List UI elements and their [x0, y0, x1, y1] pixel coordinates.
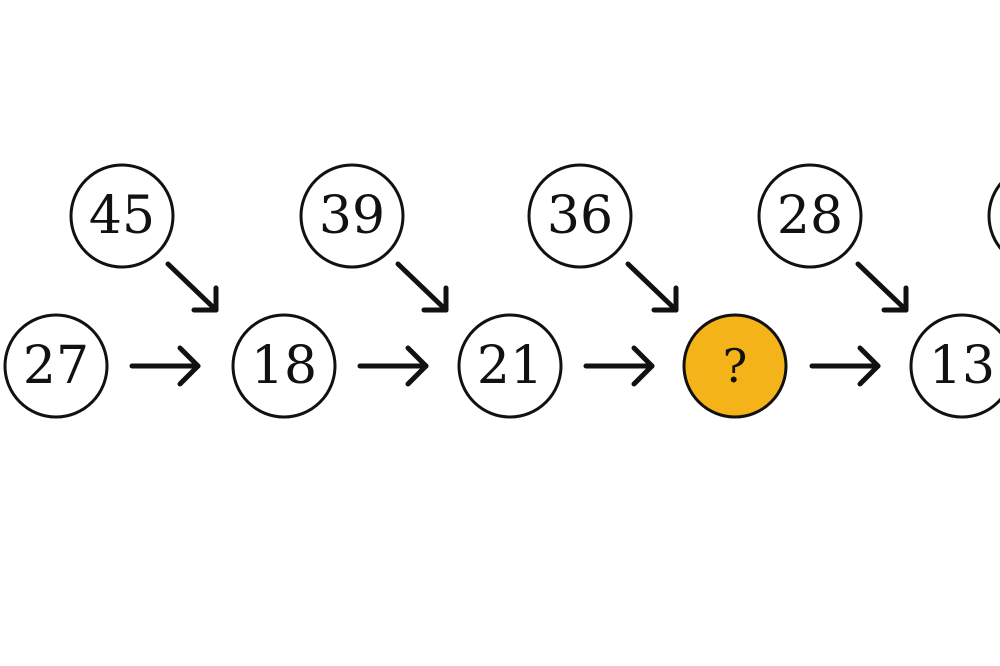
- top-node-value: 36: [547, 186, 613, 246]
- unknown-node: ?: [682, 313, 788, 419]
- diagonal-arrow-icon: [395, 261, 449, 313]
- bottom-node-value: 18: [251, 336, 317, 396]
- right-arrow-icon: [129, 345, 201, 387]
- diagonal-arrow-icon: [855, 261, 909, 313]
- top-node: 36: [527, 163, 633, 269]
- right-arrow-icon: [357, 345, 429, 387]
- top-node: 39: [299, 163, 405, 269]
- top-node-value: 28: [777, 186, 843, 246]
- diagonal-arrow-icon: [625, 261, 679, 313]
- diagonal-arrow-icon: [165, 261, 219, 313]
- right-arrow-icon: [583, 345, 655, 387]
- top-node: 45: [69, 163, 175, 269]
- top-node-value: 45: [89, 186, 155, 246]
- unknown-node-value: ?: [723, 339, 748, 393]
- top-node-value: 39: [319, 186, 385, 246]
- bottom-node: 21: [457, 313, 563, 419]
- top-node: 28: [757, 163, 863, 269]
- bottom-node-partial: 13: [909, 313, 1000, 419]
- bottom-node-value: 21: [477, 336, 543, 396]
- right-arrow-icon: [809, 345, 881, 387]
- bottom-node: 27: [3, 313, 109, 419]
- bottom-node-value: 27: [23, 336, 89, 396]
- top-node-partial: [987, 182, 1000, 250]
- bottom-node-value: 13: [929, 336, 995, 396]
- bottom-node: 18: [231, 313, 337, 419]
